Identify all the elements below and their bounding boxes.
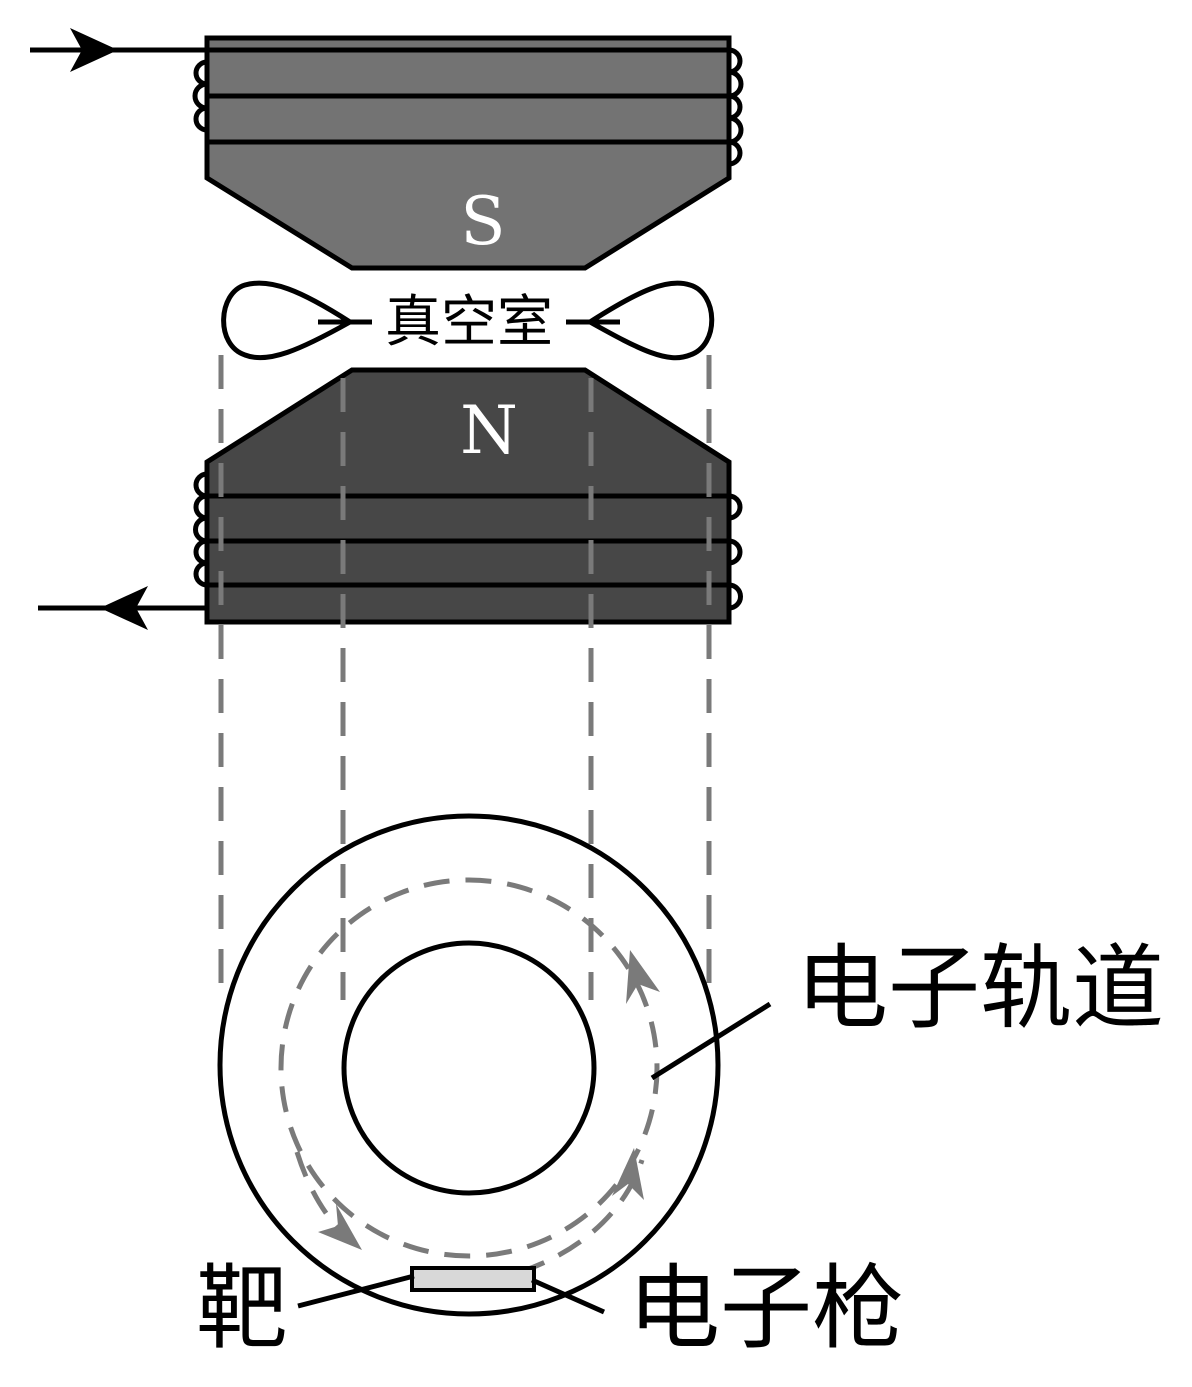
dashed-arrow-icon	[626, 950, 660, 1004]
target-label: 靶	[196, 1255, 288, 1362]
vacuum-chamber-label: 真空室	[385, 290, 553, 355]
lower-coil-windings	[193, 471, 743, 611]
electron-gun-body	[410, 1266, 536, 1292]
electron-orbit-label: 电子轨道	[796, 935, 1164, 1042]
leader-lines	[297, 1001, 772, 1315]
lower-magnet-pole: N	[193, 367, 743, 625]
current-in-lead	[30, 28, 207, 72]
arrow-right-icon	[70, 28, 118, 72]
electron-gun-label: 电子枪	[628, 1255, 904, 1362]
outer-chamber-ring	[217, 813, 721, 1317]
orbit-plan-view	[217, 813, 721, 1317]
upper-magnet-pole: S	[192, 35, 744, 271]
vacuum-chamber-right-lobe	[585, 280, 715, 361]
injection-spiral-path	[519, 1159, 645, 1275]
dashed-arrow-icon	[318, 1204, 362, 1250]
target-leader	[297, 1273, 415, 1309]
upper-coil-windings	[192, 47, 744, 167]
south-pole-label: S	[460, 183, 505, 260]
north-pole-label: N	[460, 392, 518, 469]
orbit-leader	[650, 1001, 772, 1081]
current-out-lead	[38, 586, 207, 630]
electron-orbit-path	[278, 877, 660, 1259]
dashed-arrow-icon	[612, 1148, 644, 1200]
vacuum-label-backdrop	[372, 290, 566, 352]
projection-guides	[218, 355, 712, 1000]
gun-leader	[530, 1277, 606, 1315]
vacuum-chamber-section	[221, 280, 715, 361]
arrow-left-icon	[100, 586, 148, 630]
inner-core-ring	[341, 940, 597, 1196]
vacuum-chamber-left-lobe	[221, 280, 355, 361]
